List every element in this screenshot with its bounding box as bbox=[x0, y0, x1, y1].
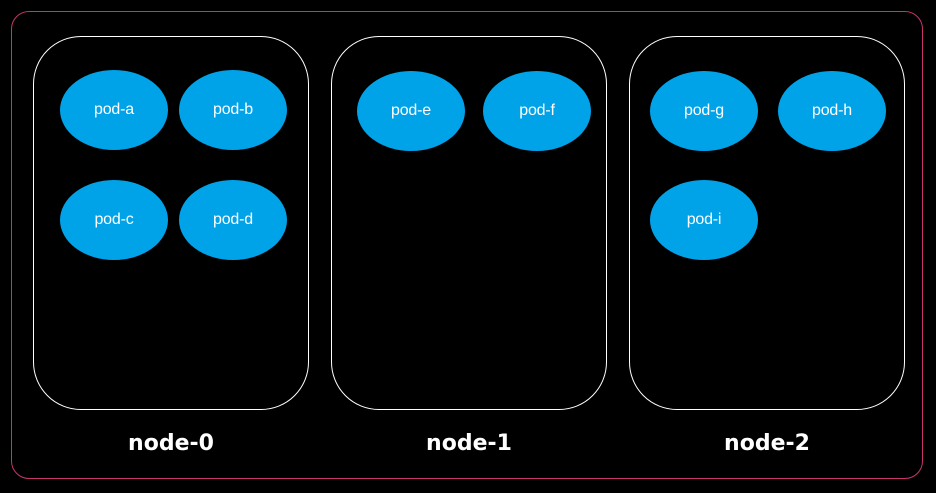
pod-d[interactable]: pod-d bbox=[179, 180, 287, 260]
pod-i[interactable]: pod-i bbox=[650, 180, 758, 260]
node-0-box bbox=[33, 36, 309, 410]
cluster-frame bbox=[11, 11, 923, 479]
pod-f[interactable]: pod-f bbox=[483, 71, 591, 151]
node-1-label: node-1 bbox=[426, 431, 512, 456]
pod-e[interactable]: pod-e bbox=[357, 71, 465, 151]
pod-c[interactable]: pod-c bbox=[60, 180, 168, 260]
pod-a[interactable]: pod-a bbox=[60, 70, 168, 150]
node-0-label: node-0 bbox=[128, 431, 214, 456]
node-2-label: node-2 bbox=[724, 431, 810, 456]
pod-h[interactable]: pod-h bbox=[778, 71, 886, 151]
pod-g[interactable]: pod-g bbox=[650, 71, 758, 151]
pod-b[interactable]: pod-b bbox=[179, 70, 287, 150]
node-1-box bbox=[331, 36, 607, 410]
node-2-box bbox=[629, 36, 905, 410]
